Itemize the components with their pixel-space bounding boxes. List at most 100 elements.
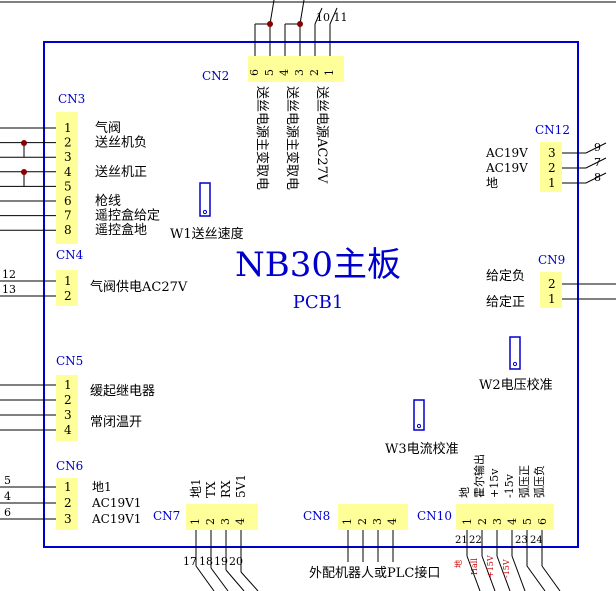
cn10-wire-num-21: 21	[455, 535, 468, 546]
cn8-connector: CN8 1 2 3 4 外配机器人或PLC接口	[303, 504, 440, 581]
cn3-pin-7: 7	[64, 209, 72, 223]
cn12-wire-3	[562, 142, 607, 154]
cn2-connector: CN2 6 5 4 3 2 1 10 11 送丝电源主变取电 送丝电源主变取电 …	[202, 0, 348, 190]
cn6-body	[56, 478, 78, 530]
cn2-pin-3: 3	[293, 69, 306, 76]
board-outline	[43, 41, 579, 548]
cn8-name: CN8	[303, 509, 330, 523]
cn12-body	[540, 142, 562, 192]
cn12-pin-2: 2	[548, 161, 556, 175]
cn10-label-6: 弧压负	[532, 465, 546, 498]
cn5-label-1: 缓起继电器	[90, 384, 155, 399]
cn10-pin-2: 2	[476, 518, 489, 525]
cn9-pin-2: 2	[548, 277, 556, 291]
cn4-body	[56, 270, 78, 306]
cn10-label-3: +15v	[488, 468, 501, 498]
cn10-wire-num-24: 24	[530, 535, 543, 546]
cn9-body	[540, 272, 562, 308]
w2-label: W2电压校准	[479, 377, 553, 393]
cn10-label-2: 霍尔输出	[472, 454, 486, 498]
cn10-bottom-label-4: -15V	[502, 559, 511, 578]
cn5-body	[56, 375, 78, 441]
cn6-label-2: AC19V1	[91, 496, 141, 510]
cn8-pin-3: 3	[371, 518, 384, 525]
cn12-wire-1	[562, 172, 607, 184]
w3-potentiometer: W3电流校准	[385, 399, 459, 457]
cn2-pin-5: 5	[263, 69, 276, 76]
cn8-pin-4: 4	[386, 518, 399, 525]
cn10-label-5: 弧压正	[517, 465, 531, 498]
cn3-junction-b	[21, 169, 27, 175]
cn12-pin-1: 1	[548, 176, 556, 190]
cn6-wire-num-4: 4	[4, 490, 11, 503]
cn6-pin-1: 1	[64, 480, 72, 494]
cn8-pin-2: 2	[356, 518, 369, 525]
cn2-label-2: 送丝电源主变取电	[284, 86, 300, 190]
cn10-pin-4: 4	[506, 518, 519, 525]
cn12-wire-num-8: 8	[594, 171, 601, 184]
cn4-wire-num-1: 12	[2, 268, 16, 281]
cn3-pin-6: 6	[64, 194, 72, 208]
cn7-name: CN7	[153, 509, 180, 523]
cn7-wire-num-18: 18	[199, 555, 213, 568]
cn10-wire-6b	[541, 565, 561, 591]
cn2-wire-5b	[269, 0, 275, 25]
cn10-wire-num-22: 22	[469, 535, 482, 546]
cn3-name: CN3	[58, 92, 85, 106]
cn7-label-1: 地1	[189, 478, 203, 498]
cn7-wire-num-20: 20	[229, 555, 243, 568]
cn9-name: CN9	[538, 253, 565, 267]
cn7-wire-2b	[210, 567, 229, 591]
cn7-label-2: TX	[204, 481, 218, 498]
w3-body	[413, 399, 425, 431]
cn10-pin-6: 6	[536, 518, 549, 525]
cn7-label-3: RX	[219, 480, 233, 498]
cn2-wire-2b	[314, 7, 323, 25]
cn2-body	[248, 56, 344, 82]
cn2-pin-1: 1	[323, 69, 336, 76]
cn9-label-2: 给定负	[486, 269, 525, 284]
cn8-pin-1: 1	[341, 518, 354, 525]
cn2-pin-6: 6	[248, 69, 261, 76]
cn7-pin-2: 2	[204, 518, 217, 525]
cn7-pin-1: 1	[189, 518, 202, 525]
cn2-pin-4: 4	[278, 69, 291, 76]
cn10-wire-3b	[496, 555, 511, 591]
cn5-pin-1: 1	[64, 378, 72, 392]
cn12-name: CN12	[535, 123, 570, 137]
cn7-wire-num-17: 17	[183, 555, 197, 568]
cn12-label-3: AC19V	[485, 146, 528, 160]
w1-label: W1送丝速度	[170, 226, 244, 242]
w2-body	[509, 336, 521, 370]
cn6-pin-3: 3	[64, 512, 72, 526]
cn6-pin-2: 2	[64, 496, 72, 510]
cn3-pin-2: 2	[64, 136, 72, 150]
board-subtitle: PCB1	[293, 292, 344, 313]
cn5-label-2: 常闭温开	[90, 415, 142, 430]
cn2-junction-a	[267, 21, 273, 27]
cn12-label-1: 地	[486, 176, 498, 190]
cn3-junction-a	[21, 140, 27, 146]
cn4-name: CN4	[56, 248, 84, 262]
cn3-body	[56, 112, 78, 244]
cn12-label-2: AC19V	[485, 161, 528, 175]
cn10-connector: CN10 1 2 3 4 5 6 地 霍尔输出 +15v -15v 弧压正 弧压…	[417, 454, 561, 591]
cn4-pin-2: 2	[64, 289, 72, 303]
cn12-wire-num-9: 9	[594, 141, 601, 154]
cn10-wire-1b	[466, 555, 481, 591]
cn3-label-1: 气阀	[95, 120, 121, 136]
cn3-label-7: 遥控盒给定	[95, 208, 160, 224]
cn3-pin-4: 4	[64, 165, 72, 179]
cn4-pin-1: 1	[64, 274, 72, 288]
cn9-connector: CN9 2 1 给定负 给定正	[486, 253, 616, 310]
cn10-name: CN10	[417, 509, 452, 523]
cn6-label-3: AC19V1	[91, 512, 141, 526]
cn8-label: 外配机器人或PLC接口	[309, 565, 440, 581]
cn10-bottom-label-1: 地	[453, 560, 463, 568]
cn5-pin-2: 2	[64, 393, 72, 407]
cn10-label-1: 地	[458, 487, 471, 498]
